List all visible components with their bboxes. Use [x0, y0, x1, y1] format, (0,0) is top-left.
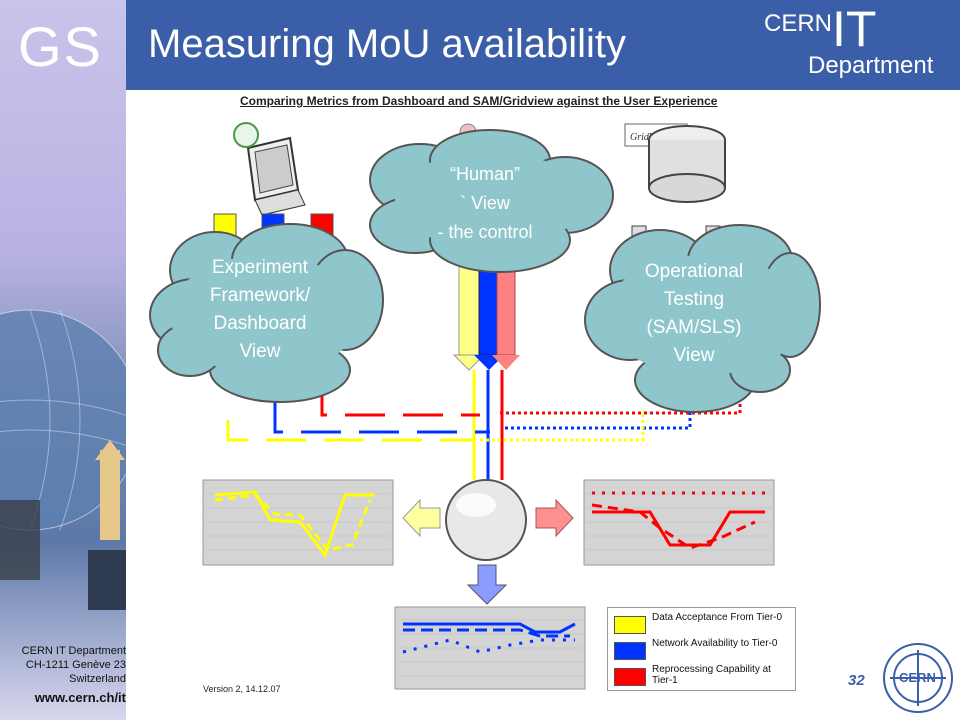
legend-swatch-red: [614, 668, 646, 686]
arrow-left-icon: [402, 498, 441, 538]
version-label: Version 2, 14.12.07: [203, 684, 281, 694]
database-icon: GridView: [624, 123, 726, 203]
cern-round-logo-text: CERN: [899, 670, 936, 685]
cloud-human-line: - the control: [437, 222, 533, 242]
page-title: Measuring MoU availability: [148, 22, 626, 66]
comparison-hub-icon: [445, 479, 527, 561]
gs-logo: GS: [18, 15, 103, 78]
cloud-experiment: [149, 223, 384, 403]
cloud-experiment-label: Experiment Framework/ Dashboard View: [180, 254, 340, 366]
cloud-operational-line: Testing: [663, 289, 725, 310]
header-bar: [126, 0, 960, 90]
cloud-experiment-line: Experiment: [211, 257, 309, 278]
cloud-operational-line: View: [673, 345, 715, 366]
page-number: 32: [848, 672, 865, 689]
cern-it-logo: CERN IT Department: [764, 1, 954, 84]
footer-line-1: CERN IT Department: [21, 645, 126, 657]
cern-it-logo-department: Department: [808, 52, 934, 79]
chart-bottom: [394, 606, 586, 690]
cloud-human-label: “Human” ` View - the control: [400, 160, 570, 247]
cloud-human-line: ` View: [460, 193, 510, 213]
cloud-experiment-line: Dashboard: [213, 313, 307, 334]
footer-line-2: CH-1211 Genève 23: [25, 659, 126, 671]
globe-illustration: [0, 309, 126, 610]
diagram-title: Comparing Metrics from Dashboard and SAM…: [240, 94, 718, 108]
arrow-right-icon: [535, 498, 574, 538]
cloud-human: [369, 129, 614, 273]
legend-label: Reprocessing Capability at Tier-1: [652, 664, 771, 686]
footer-line-3: Switzerland: [69, 673, 126, 685]
footer-url[interactable]: www.cern.ch/it: [34, 690, 126, 705]
cern-round-logo: [883, 643, 953, 713]
legend-label: Network Availability to Tier-0: [652, 638, 778, 649]
cloud-experiment-line: View: [239, 341, 281, 362]
legend-label: Data Acceptance From Tier-0: [652, 612, 783, 623]
legend-swatch-yellow: [614, 616, 646, 634]
cern-it-logo-cern: CERN: [764, 10, 833, 37]
monitor-icon: [233, 122, 306, 216]
cern-it-logo-it: IT: [832, 1, 877, 57]
cloud-operational-line: Operational: [644, 261, 744, 282]
arrow-down-icon: [466, 564, 508, 605]
legend-swatch-blue: [614, 642, 646, 660]
cloud-experiment-line: Framework/: [209, 285, 311, 306]
chart-left: [202, 479, 394, 566]
cloud-operational: [584, 224, 821, 413]
sidebar: GS CERN IT Department CH-1211 Genève 23 …: [0, 0, 126, 720]
cloud-human-line: “Human”: [449, 164, 520, 184]
chart-right: [583, 479, 775, 566]
legend: Data Acceptance From Tier-0 Network Avai…: [607, 607, 796, 691]
cloud-operational-line: (SAM/SLS): [646, 317, 742, 338]
cloud-operational-label: Operational Testing (SAM/SLS) View: [612, 258, 776, 370]
